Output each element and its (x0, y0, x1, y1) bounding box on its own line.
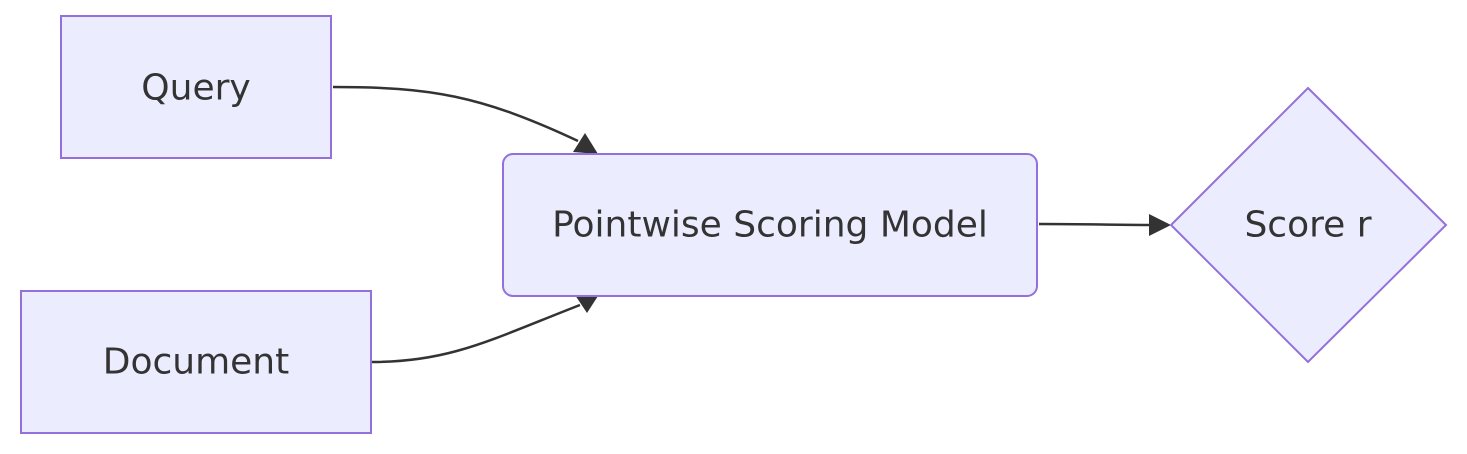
edge-query-to-model (332, 85, 579, 143)
node-document[interactable]: Document (20, 290, 372, 434)
node-score-label: Score r (1244, 205, 1371, 246)
node-score-diamond (1169, 86, 1448, 364)
edge-document-to-model-arrowhead (575, 295, 598, 313)
node-query-box (60, 15, 332, 159)
node-document-box (20, 290, 372, 434)
edges (332, 85, 1171, 364)
node-score[interactable]: Score r (1169, 86, 1448, 364)
edge-query-to-model-arrowhead (573, 133, 598, 154)
node-document-label: Document (103, 342, 290, 383)
node-model[interactable]: Pointwise Scoring Model (502, 153, 1038, 297)
node-query-label: Query (141, 68, 250, 109)
edge-document-to-model (371, 303, 581, 364)
node-model-label: Pointwise Scoring Model (552, 205, 988, 246)
node-query[interactable]: Query (60, 15, 332, 159)
node-model-box (502, 153, 1038, 297)
edge-model-to-score-arrowhead (1149, 214, 1171, 236)
edge-model-to-score (1038, 222, 1151, 227)
